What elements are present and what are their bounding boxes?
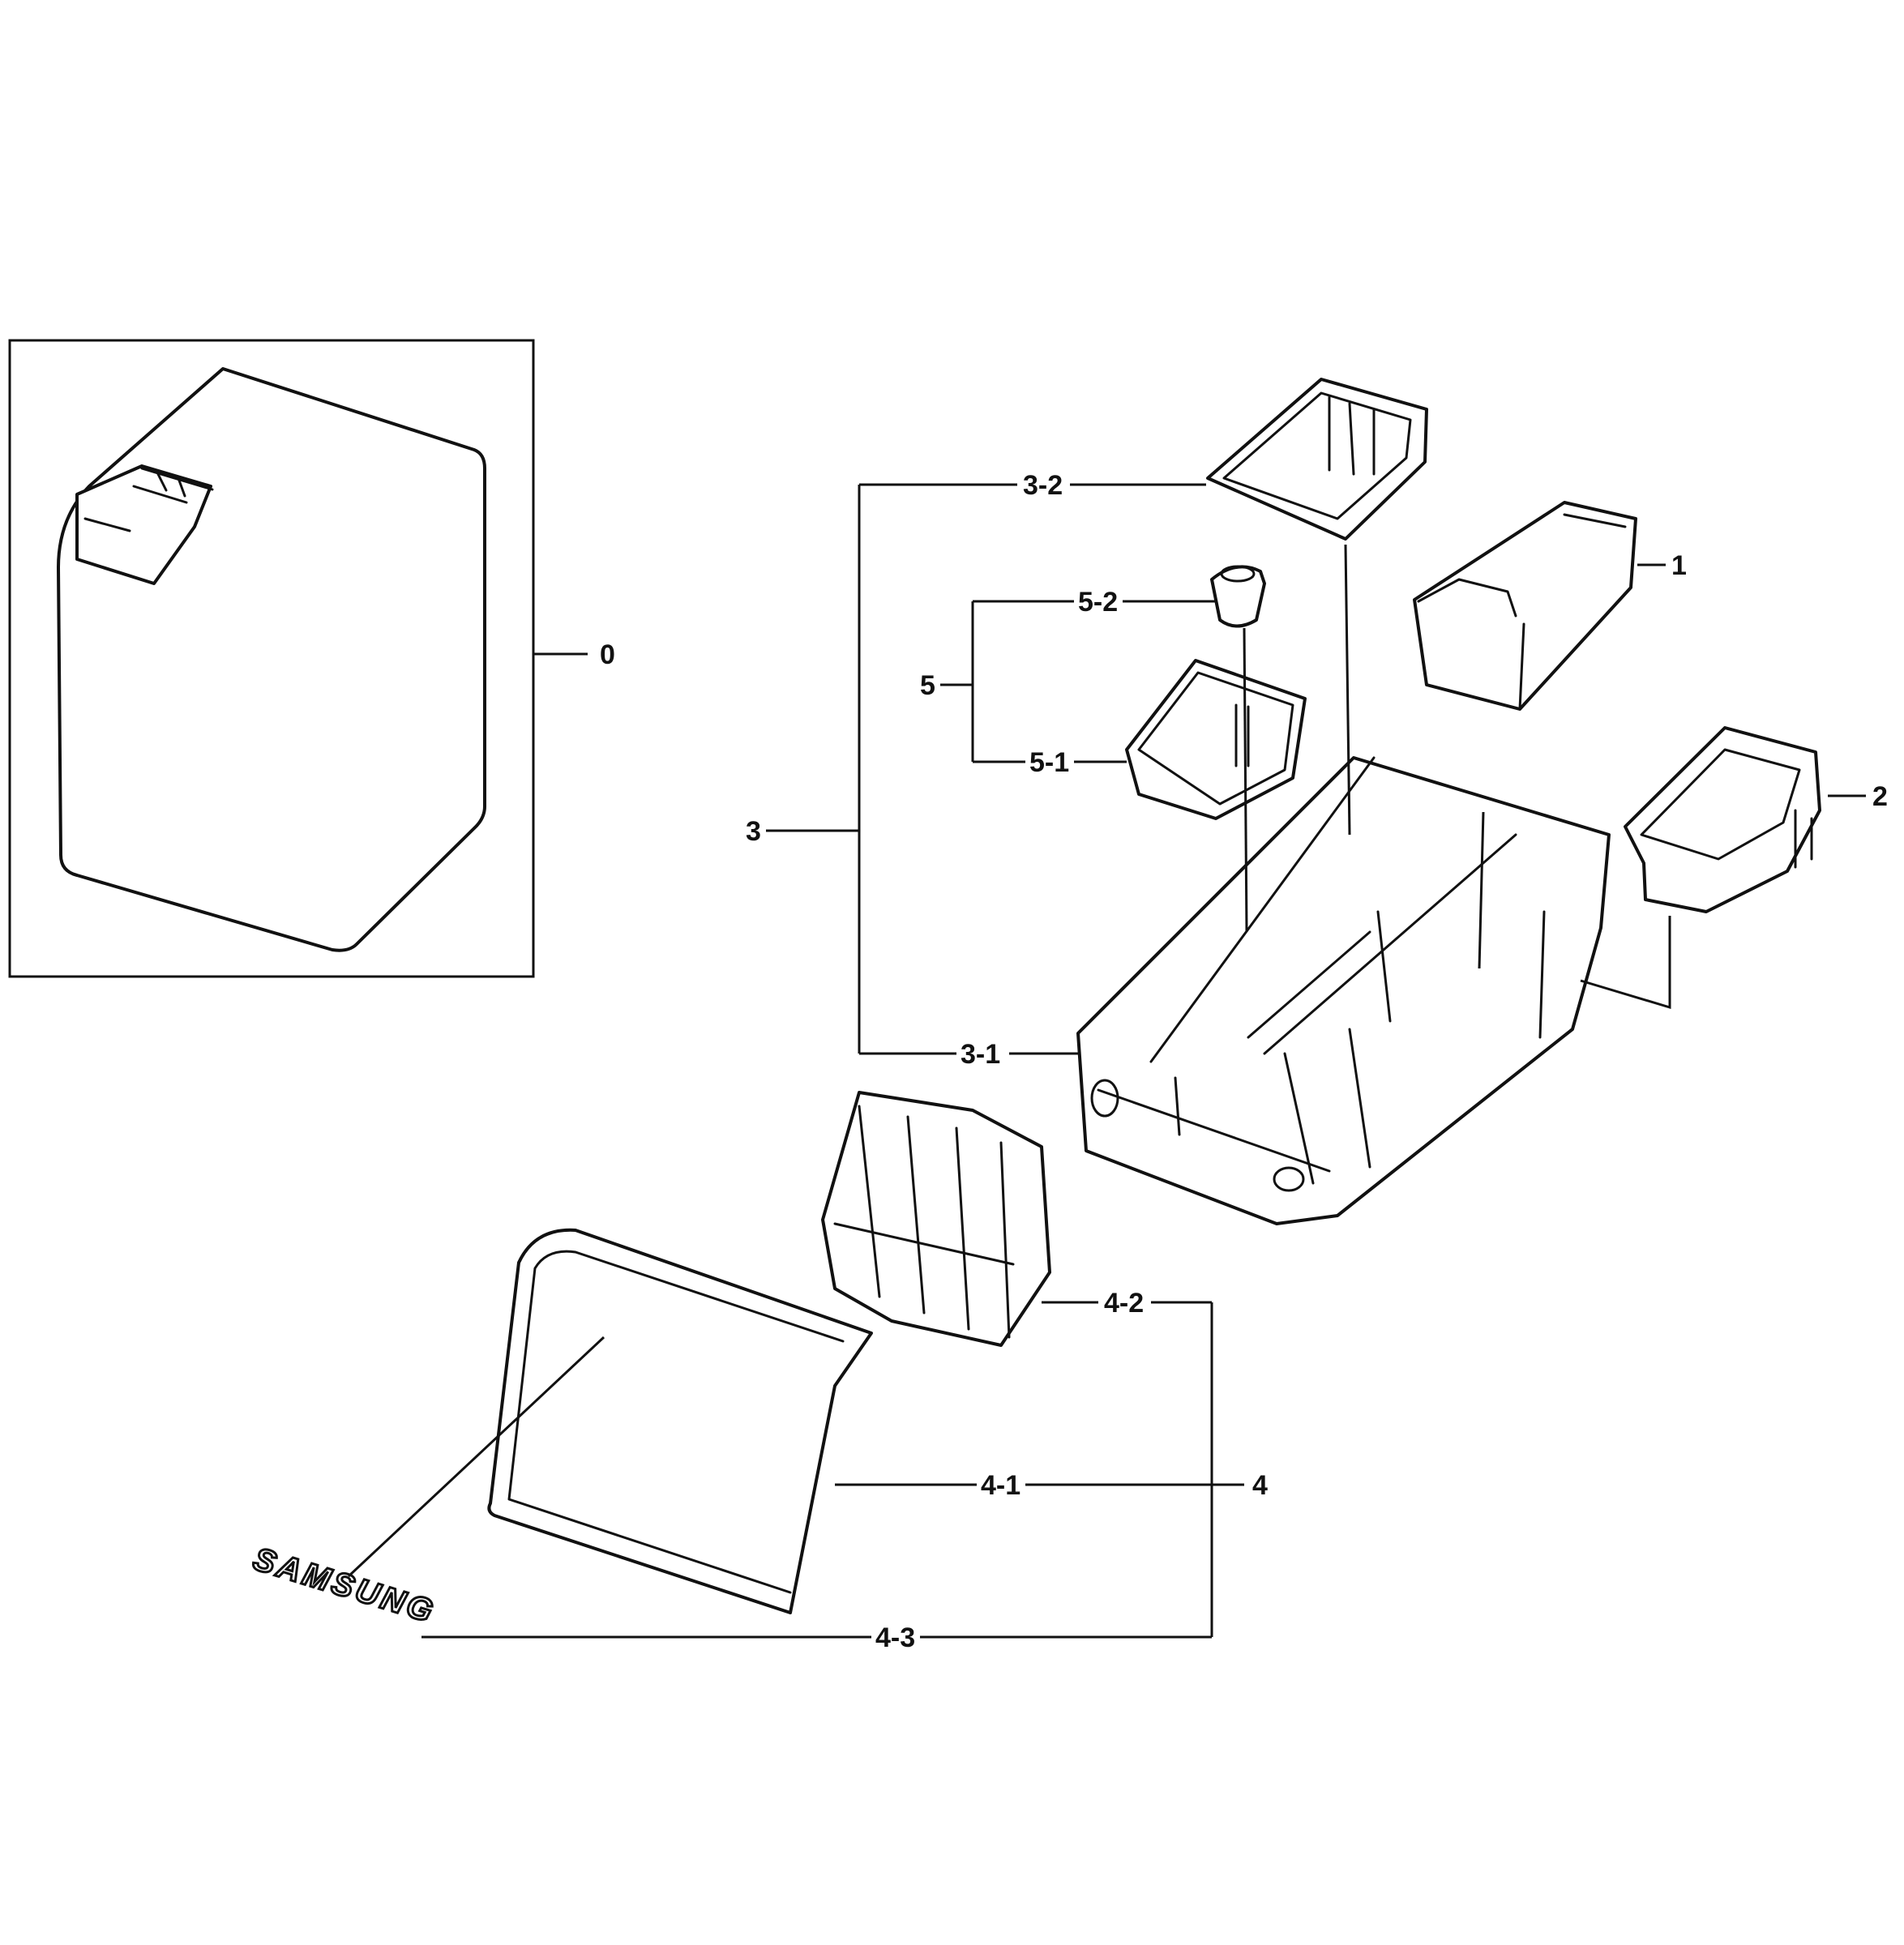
housing-detail <box>1097 756 1546 1185</box>
part-4-3-badge: SAMSUNG <box>248 1540 441 1631</box>
badge-text: SAMSUNG <box>249 1541 439 1631</box>
dispenser-logo-mark <box>83 517 131 532</box>
leader-3-2-to-housing <box>1344 544 1351 836</box>
dispenser-drawer-mini <box>75 464 212 585</box>
part-0-washer-overview <box>8 339 535 978</box>
leader-2-to-housing <box>1580 916 1671 1010</box>
callout-5-1: 5-1 <box>1029 747 1069 778</box>
washer-body <box>57 367 486 952</box>
part-2-bleach-cup <box>1624 726 1821 913</box>
callout-3: 3 <box>746 816 761 847</box>
cup-1-shell <box>1413 501 1637 711</box>
part-5-2-siphon-cap <box>1210 565 1266 628</box>
callout-4-1: 4-1 <box>981 1470 1020 1501</box>
cup-2-detail <box>1640 748 1813 869</box>
part-5-1-prewash-cup <box>1125 659 1307 820</box>
siphon-cap-shell <box>1210 565 1266 628</box>
inset-frame <box>8 339 535 978</box>
cup-1-detail <box>1417 513 1627 711</box>
callout-1: 1 <box>1671 550 1687 581</box>
siphon-cap-top <box>1220 565 1256 583</box>
cup-3-2-shell <box>1206 378 1428 541</box>
dispenser-detail <box>132 467 214 504</box>
part-4-2-drawer-insert <box>821 1091 1051 1347</box>
housing-shell <box>1076 756 1611 1225</box>
drawer-insert-shell <box>821 1091 1051 1347</box>
callout-3-2: 3-2 <box>1023 470 1063 501</box>
cup-3-2-detail <box>1222 391 1412 520</box>
callout-labels: 0 1 2 3 3-1 3-2 4 4-1 4-2 4-3 5 5-1 5-2 <box>600 470 1888 1653</box>
part-3-1-dispenser-housing <box>1076 756 1611 1225</box>
drawer-insert-detail <box>833 1105 1015 1339</box>
part-3-2-detergent-cup <box>1206 378 1428 541</box>
callout-2: 2 <box>1872 781 1888 812</box>
part-4-1-drawer-front <box>487 1228 873 1614</box>
housing-port-right <box>1273 1166 1305 1192</box>
leader-badge-to-front <box>347 1336 605 1578</box>
drawer-front-bevel <box>507 1250 845 1594</box>
part-1-softener-cup <box>1413 501 1637 711</box>
callout-3-1: 3-1 <box>961 1039 1000 1070</box>
leader-lines <box>347 483 1866 1639</box>
callout-5: 5 <box>920 670 935 701</box>
leader-1-to-housing <box>1478 811 1485 969</box>
callout-5-2: 5-2 <box>1078 587 1118 618</box>
callout-4-2: 4-2 <box>1104 1288 1144 1319</box>
callout-0: 0 <box>600 639 615 670</box>
callout-4-3: 4-3 <box>875 1622 915 1653</box>
cup-5-1-detail <box>1137 671 1294 806</box>
callout-4: 4 <box>1252 1470 1268 1501</box>
housing-port-left <box>1090 1079 1119 1118</box>
cup-2-shell <box>1624 726 1821 913</box>
drawer-front-outer <box>487 1228 873 1614</box>
leader-5-2-to-housing <box>1243 627 1248 933</box>
cup-5-1-shell <box>1125 659 1307 820</box>
